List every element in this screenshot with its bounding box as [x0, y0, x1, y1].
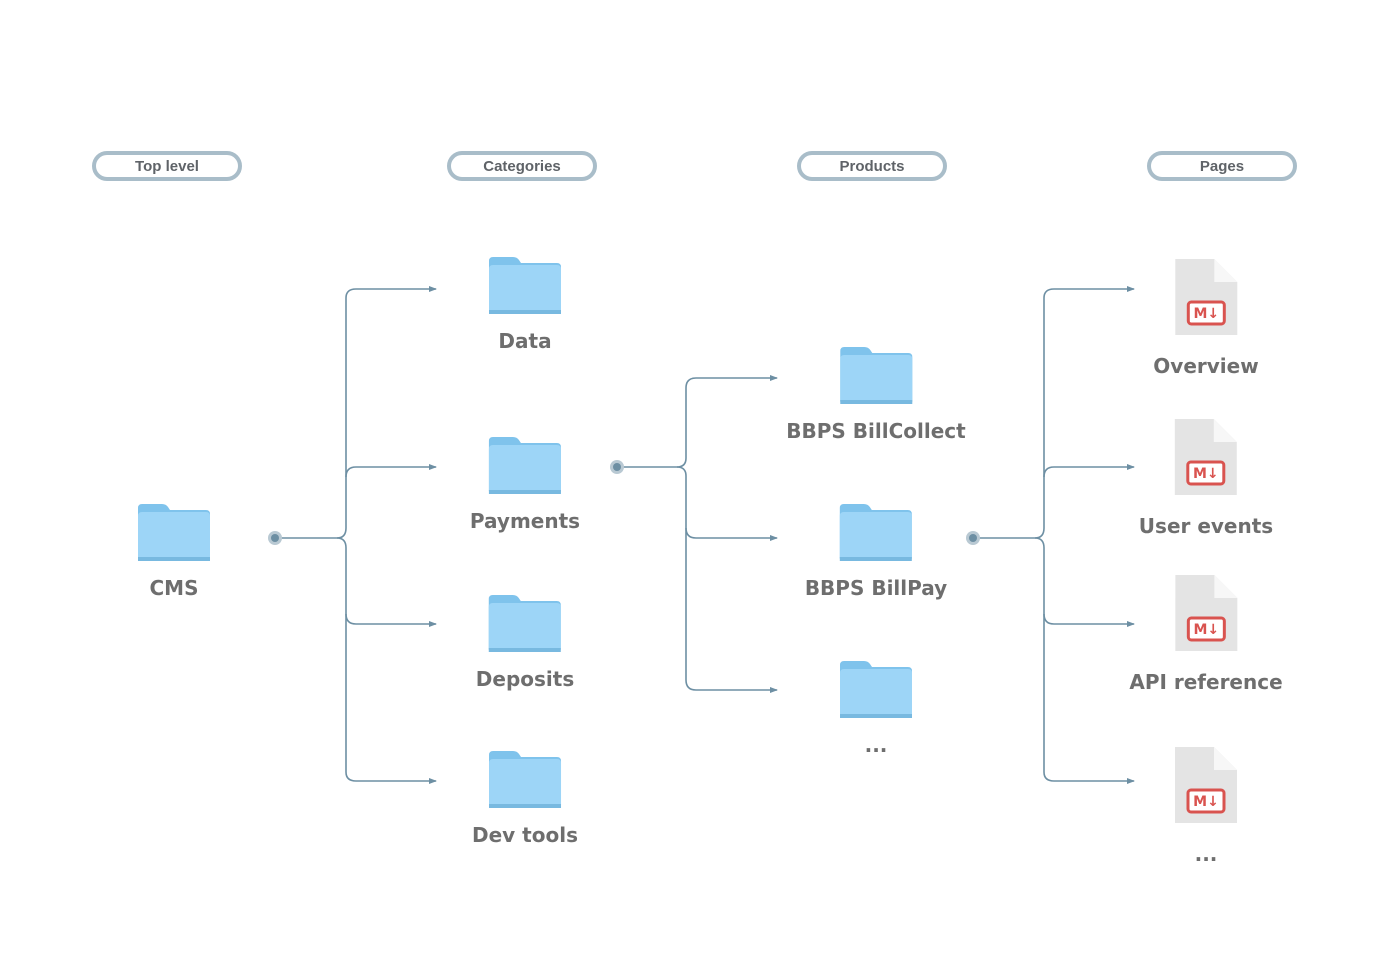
folder-icon — [489, 751, 561, 808]
connector-payments-trunk-upper — [676, 377, 697, 468]
node-label-bbps-billcollect: BBPS BillCollect — [786, 419, 966, 443]
junction-dot-payments-core — [613, 463, 621, 471]
node-bbps-billcollect[interactable]: BBPS BillCollect — [786, 345, 966, 443]
node-payments[interactable]: Payments — [470, 435, 580, 533]
markdown-document-icon: M↓ — [1174, 575, 1237, 651]
node-deposits[interactable]: Deposits — [476, 593, 574, 691]
node-cms[interactable]: CMS — [136, 502, 212, 600]
node-label-user-events: User events — [1138, 514, 1274, 538]
markdown-document-icon: M↓ — [1175, 419, 1237, 495]
node-label-payments: Payments — [469, 509, 581, 533]
node-label-dev-tools: Dev tools — [472, 823, 578, 847]
arrow-to-deposits — [345, 613, 437, 627]
column-header-products: Products — [797, 151, 947, 181]
node-bbps-billpay[interactable]: BBPS BillPay — [805, 502, 947, 600]
node-products-more[interactable]: ... — [838, 659, 914, 757]
node-label-api-reference: API reference — [1129, 670, 1283, 694]
junction-dot-cms-core — [271, 534, 279, 542]
node-pages-more[interactable]: M↓ ... — [1174, 746, 1238, 866]
folder-icon — [489, 437, 561, 494]
markdown-badge-text: M↓ — [1193, 794, 1219, 810]
connector-cms-trunk — [336, 288, 357, 539]
node-label-overview: Overview — [1153, 354, 1259, 378]
node-label-products-more: ... — [864, 733, 888, 757]
connector-billpay-trunk-lower — [1034, 537, 1055, 782]
node-label-cms: CMS — [149, 576, 199, 600]
node-data[interactable]: Data — [487, 255, 563, 353]
junction-dot-billpay-core — [969, 534, 977, 542]
node-label-bbps-billpay: BBPS BillPay — [804, 576, 948, 600]
node-overview[interactable]: M↓ Overview — [1153, 258, 1259, 378]
column-header-pages: Pages — [1147, 151, 1297, 181]
markdown-document-icon: M↓ — [1175, 747, 1237, 823]
folder-icon — [840, 347, 912, 404]
arrow-to-payments — [345, 464, 437, 478]
folder-icon — [489, 257, 561, 314]
column-header-top-level: Top level — [92, 151, 242, 181]
folder-icon — [840, 504, 912, 561]
markdown-document-icon: M↓ — [1175, 259, 1237, 335]
node-label-deposits: Deposits — [475, 667, 575, 691]
node-api-reference[interactable]: M↓ API reference — [1129, 574, 1283, 694]
folder-icon — [138, 504, 210, 561]
node-label-pages-more: ... — [1194, 842, 1218, 866]
arrow-to-api-reference — [1043, 613, 1135, 627]
arrow-to-billpay — [685, 527, 778, 541]
connector-payments-trunk-lower — [676, 466, 697, 691]
connector-billpay-trunk-upper — [1034, 288, 1055, 539]
folder-icon — [840, 661, 912, 718]
node-user-events[interactable]: M↓ User events — [1139, 418, 1273, 538]
connector-cms-trunk-lower — [336, 537, 357, 782]
node-label-data: Data — [498, 329, 552, 353]
folder-icon — [488, 595, 561, 652]
column-header-categories: Categories — [447, 151, 597, 181]
markdown-badge-text: M↓ — [1193, 466, 1219, 482]
node-dev-tools[interactable]: Dev tools — [472, 749, 578, 847]
arrow-to-user-events — [1043, 464, 1135, 478]
markdown-badge-text: M↓ — [1193, 306, 1219, 322]
markdown-badge-text: M↓ — [1193, 622, 1219, 638]
